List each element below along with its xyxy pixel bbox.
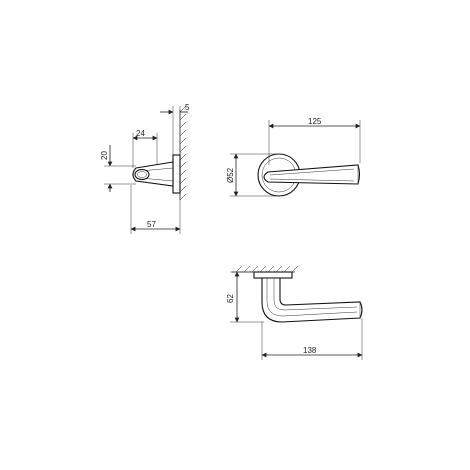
dim-top-offset: 62 bbox=[226, 294, 235, 303]
lever-top bbox=[261, 277, 363, 323]
dim-side-depth: 5 bbox=[185, 103, 190, 112]
front-view: 125 Ø52 bbox=[226, 117, 361, 197]
dim-front-rose: Ø52 bbox=[226, 167, 235, 183]
top-view: 62 138 bbox=[226, 265, 363, 360]
rose-plate-top bbox=[253, 271, 293, 279]
wall-hatching-side bbox=[179, 105, 187, 201]
dim-top-total: 138 bbox=[303, 346, 317, 355]
handle-end-side bbox=[134, 168, 150, 181]
dim-side-grip: 24 bbox=[136, 129, 145, 138]
dim-side-projection: 57 bbox=[147, 220, 156, 229]
dim-side-height: 20 bbox=[100, 151, 109, 160]
wall-hatching-top bbox=[232, 265, 299, 273]
dim-front-length: 125 bbox=[308, 117, 322, 126]
rose-plate-side bbox=[172, 154, 181, 194]
side-view: 5 24 20 57 bbox=[100, 103, 190, 234]
